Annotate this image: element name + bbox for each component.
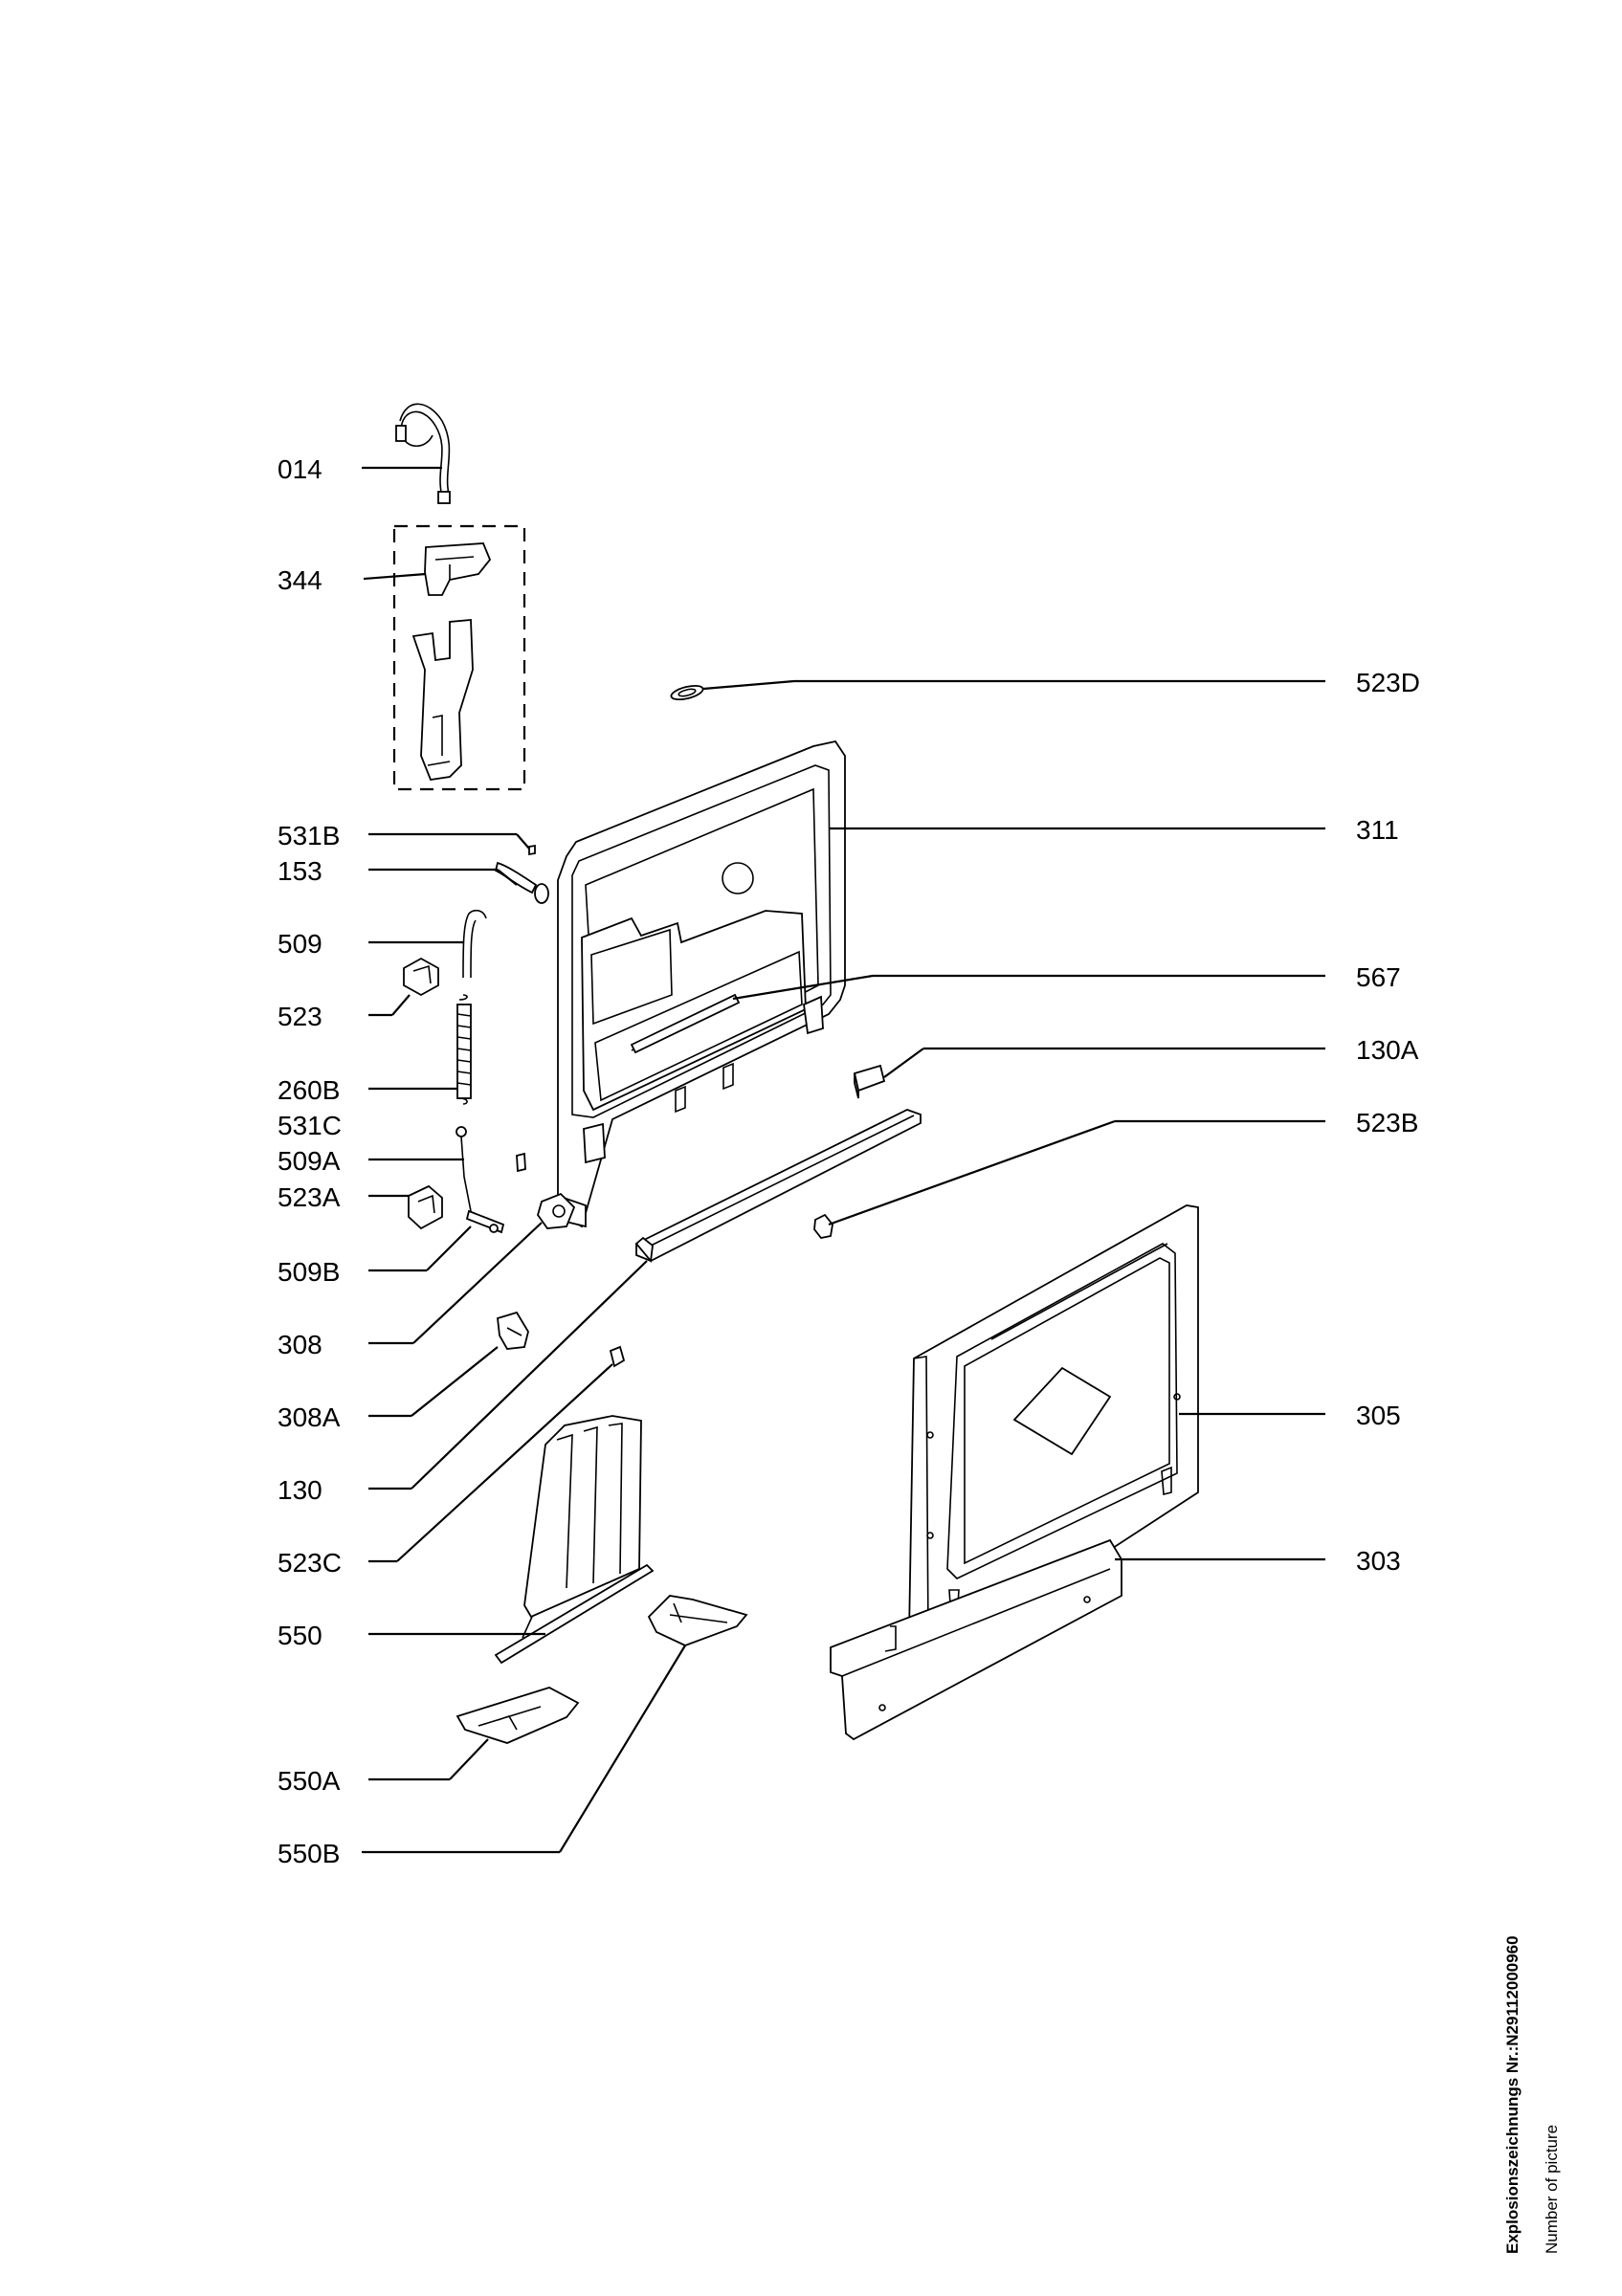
label-531C: 531C [278, 1111, 342, 1140]
label-550B: 550B [278, 1839, 340, 1868]
part-130A-block [853, 1064, 886, 1099]
label-260B: 260B [278, 1075, 340, 1105]
part-509A-rod [455, 1126, 472, 1212]
part-523B-clip [813, 1213, 833, 1239]
part-550B-bracket [647, 1595, 748, 1646]
part-531B-screw [528, 844, 536, 856]
label-523C: 523C [278, 1548, 342, 1578]
label-130A: 130A [1356, 1035, 1419, 1065]
label-531B: 531B [278, 821, 340, 850]
part-130-rail [634, 1109, 922, 1264]
part-523A-bearing [408, 1184, 443, 1230]
label-523B: 523B [1356, 1108, 1418, 1137]
part-344-bracket [411, 542, 492, 781]
label-509B: 509B [278, 1257, 340, 1287]
label-311: 311 [1356, 815, 1399, 845]
label-509A: 509A [278, 1146, 341, 1176]
label-550A: 550A [278, 1766, 341, 1796]
part-550-guide [494, 1415, 655, 1665]
drawing-number: Explosionszeichnungs Nr.:N29112000960 [1503, 1935, 1522, 2254]
part-523C-clip [609, 1345, 626, 1368]
label-130: 130 [278, 1475, 322, 1505]
part-523-bearing [403, 957, 439, 997]
part-550A-bracket [455, 1687, 580, 1744]
part-014-cable [395, 403, 451, 504]
part-153-bolt [494, 861, 549, 904]
label-550: 550 [278, 1621, 322, 1650]
label-523: 523 [278, 1002, 322, 1031]
label-014: 014 [278, 454, 322, 484]
leader-lines [362, 466, 1325, 1854]
label-523D: 523D [1356, 668, 1420, 697]
label-344: 344 [278, 565, 322, 595]
part-509-rod [462, 909, 487, 979]
label-305: 305 [1356, 1401, 1401, 1430]
label-308: 308 [278, 1330, 322, 1359]
part-308-hinge [537, 1192, 576, 1229]
part-567-bar [630, 993, 741, 1114]
part-531C-screw [516, 1152, 526, 1173]
part-260B-spring [456, 994, 472, 1105]
part-308A-bracket [497, 1311, 529, 1350]
label-509: 509 [278, 929, 322, 959]
part-303-kick-plate [830, 1538, 1122, 1741]
part-labels: 014 344 531B 153 509 523 260B 531C 509A … [278, 454, 1420, 1868]
label-153: 153 [278, 856, 322, 886]
part-305-outer-door [908, 1204, 1199, 1645]
label-308A: 308A [278, 1402, 341, 1432]
part-509B-link [465, 1209, 505, 1234]
label-303: 303 [1356, 1546, 1401, 1576]
part-523D-clip [670, 684, 704, 701]
part-311-inner-door [557, 740, 846, 1228]
label-523A: 523A [278, 1182, 341, 1212]
picture-number-caption: Number of picture [1543, 2124, 1561, 2254]
label-567: 567 [1356, 962, 1401, 992]
